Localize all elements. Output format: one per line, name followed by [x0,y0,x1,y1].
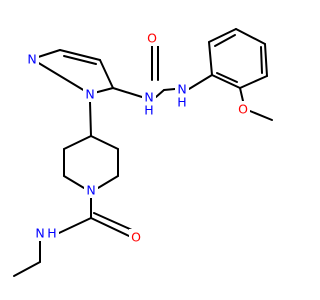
molecule-structure: N N N H O N H O N O [13,28,273,277]
bond-aryl-ring-4 [264,43,268,77]
atom-nh-aryl: N H [175,82,189,110]
atom-n-piperidine: N [84,182,98,198]
bond-pyrazole-c5-nh [112,87,143,98]
atom-label-layer: N N N H O N H O N O [25,30,250,245]
atom-label-n-pyrazole-sub: N [85,87,94,102]
bond-carboxamide-o-double [93,212,133,231]
bond-aryl-ring-6 [211,74,241,89]
atom-n-pyrazole-top: N [25,51,39,67]
atom-o-carboxamide: O [129,229,143,245]
bond-aryl-inner-3 [216,72,238,83]
atom-o-methoxy: O [236,101,250,117]
atom-nh-amide-upper: N H [142,88,156,118]
bond-aryl-inner-2 [260,46,263,74]
atom-label-nh-ethyl-h: H [47,226,56,241]
atom-label-o-methoxy: O [238,102,248,117]
atom-label-o-carboxamide: O [131,230,141,245]
bond-piperidine-1 [63,135,92,150]
bond-carboxamide-nh [58,217,92,234]
atom-label-nh-aryl-n: N [177,82,186,97]
bond-piperidine-3 [63,175,85,189]
bond-aryl-ring-1 [208,41,213,76]
bond-aryl-ring-3 [235,28,266,45]
bond-carbonyl-nh-aryl [163,88,176,91]
atom-label-o-urea: O [147,31,157,46]
bond-pyrazole-c3-c4 [59,49,101,61]
bond-aryl-ring-5 [239,75,268,89]
bond-ethyl-c1-c2 [13,261,41,277]
bond-n2-piperidine-c4 [89,101,92,137]
atom-label-n-piperidine: N [86,183,95,198]
bond-aryl-ring-2 [208,28,237,43]
atom-label-nh-aryl-h: H [177,95,186,110]
atom-n-pyrazole-sub: N [83,86,97,102]
atom-label-nh-amide-upper-n: N [144,90,153,105]
bond-piperidine-4 [97,175,119,189]
bond-layer [13,28,273,277]
atom-nh-ethyl: N H [33,225,59,241]
bond-aryl-inner-1 [214,34,236,47]
bond-pyrazole-n1-n2 [31,58,91,95]
bond-pyrazole-c3-c4-inner [63,55,97,65]
bond-nh-carbonyl [155,89,165,98]
bond-aryl-methoxy-o [239,87,244,102]
bond-carboxamide-o [90,217,130,237]
atom-label-nh-ethyl-n: N [35,226,44,241]
atom-o-urea: O [145,30,159,46]
bond-pyrazole-c4-c5 [99,59,114,89]
atom-label-n-pyrazole-top: N [27,52,36,67]
bond-aryl-nh-ring [188,74,213,90]
atom-label-nh-amide-upper-h: H [144,103,153,118]
bond-piperidine-6 [90,135,119,150]
bond-methoxy-methyl [249,110,273,121]
